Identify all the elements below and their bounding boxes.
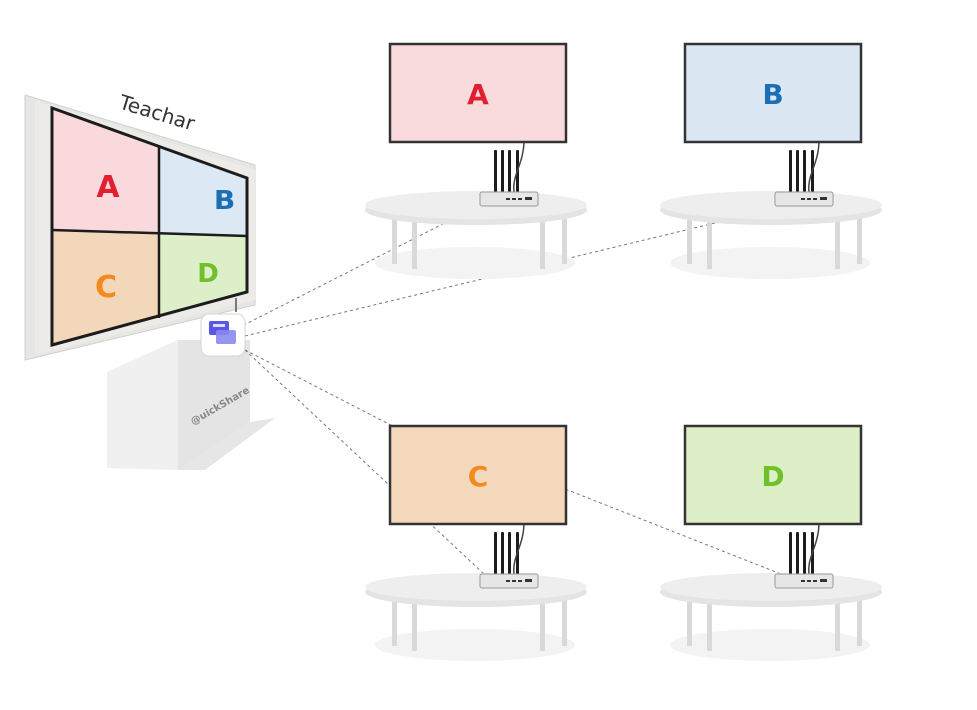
screen-share-icon: [209, 321, 236, 344]
router-antennas-icon: [789, 150, 814, 192]
monitor-c: [388, 424, 568, 526]
station-cable: [808, 521, 820, 575]
monitor-d-label: D: [761, 460, 784, 493]
floor-shadow: [375, 629, 575, 661]
table-leg: [562, 596, 567, 646]
table-leg: [857, 596, 862, 646]
monitor-b: [683, 42, 863, 144]
station-cable: [513, 521, 525, 575]
teacher-panel-d-label: D: [197, 259, 219, 289]
station-c: C: [365, 424, 587, 661]
teacher-panel-b: [159, 146, 247, 236]
router-antennas-icon: [494, 150, 519, 192]
monitor-b-label: B: [762, 78, 783, 111]
table-leg: [412, 219, 417, 269]
table-leg: [707, 219, 712, 269]
table-leg: [835, 601, 840, 651]
link-to-c: [244, 349, 486, 576]
station-cable: [808, 139, 820, 193]
table-leg: [687, 596, 692, 646]
link-c-to-d: [559, 486, 787, 577]
table-leg: [392, 214, 397, 264]
link-to-c-screen: [244, 349, 417, 439]
table-leg: [540, 601, 545, 651]
floor-shadow: [670, 629, 870, 661]
station-cable: [513, 139, 525, 193]
table-leg: [857, 214, 862, 264]
table-leg: [562, 214, 567, 264]
router-antennas-icon: [494, 532, 519, 574]
table-leg: [687, 214, 692, 264]
station-a: A: [365, 42, 587, 279]
table-leg: [392, 596, 397, 646]
station-d: D: [660, 424, 882, 661]
table-top: [365, 573, 587, 601]
group-stations: A B C D: [365, 42, 882, 661]
station-b: B: [660, 42, 882, 279]
teacher-panel-b-label: B: [214, 186, 235, 216]
monitor-a-label: A: [467, 78, 489, 111]
router-antennas-icon: [789, 532, 814, 574]
screen-share-box[interactable]: [200, 313, 246, 357]
monitor-c-label: C: [468, 460, 489, 493]
table-top: [365, 191, 587, 219]
teacher-stand: @uickShare: [107, 340, 275, 470]
monitor-a: [388, 42, 568, 144]
teacher-panel-c-label: C: [95, 270, 117, 305]
table-leg: [707, 601, 712, 651]
monitor-d: [683, 424, 863, 526]
table-leg: [835, 219, 840, 269]
teacher-panel-a: [52, 108, 159, 233]
table-leg: [540, 219, 545, 269]
table-top: [660, 573, 882, 601]
teacher-panel-c: [52, 230, 159, 345]
teacher-panel-a-label: A: [96, 170, 120, 205]
table-top: [660, 191, 882, 219]
floor-shadow: [375, 247, 575, 279]
floor-shadow: [670, 247, 870, 279]
table-leg: [412, 601, 417, 651]
